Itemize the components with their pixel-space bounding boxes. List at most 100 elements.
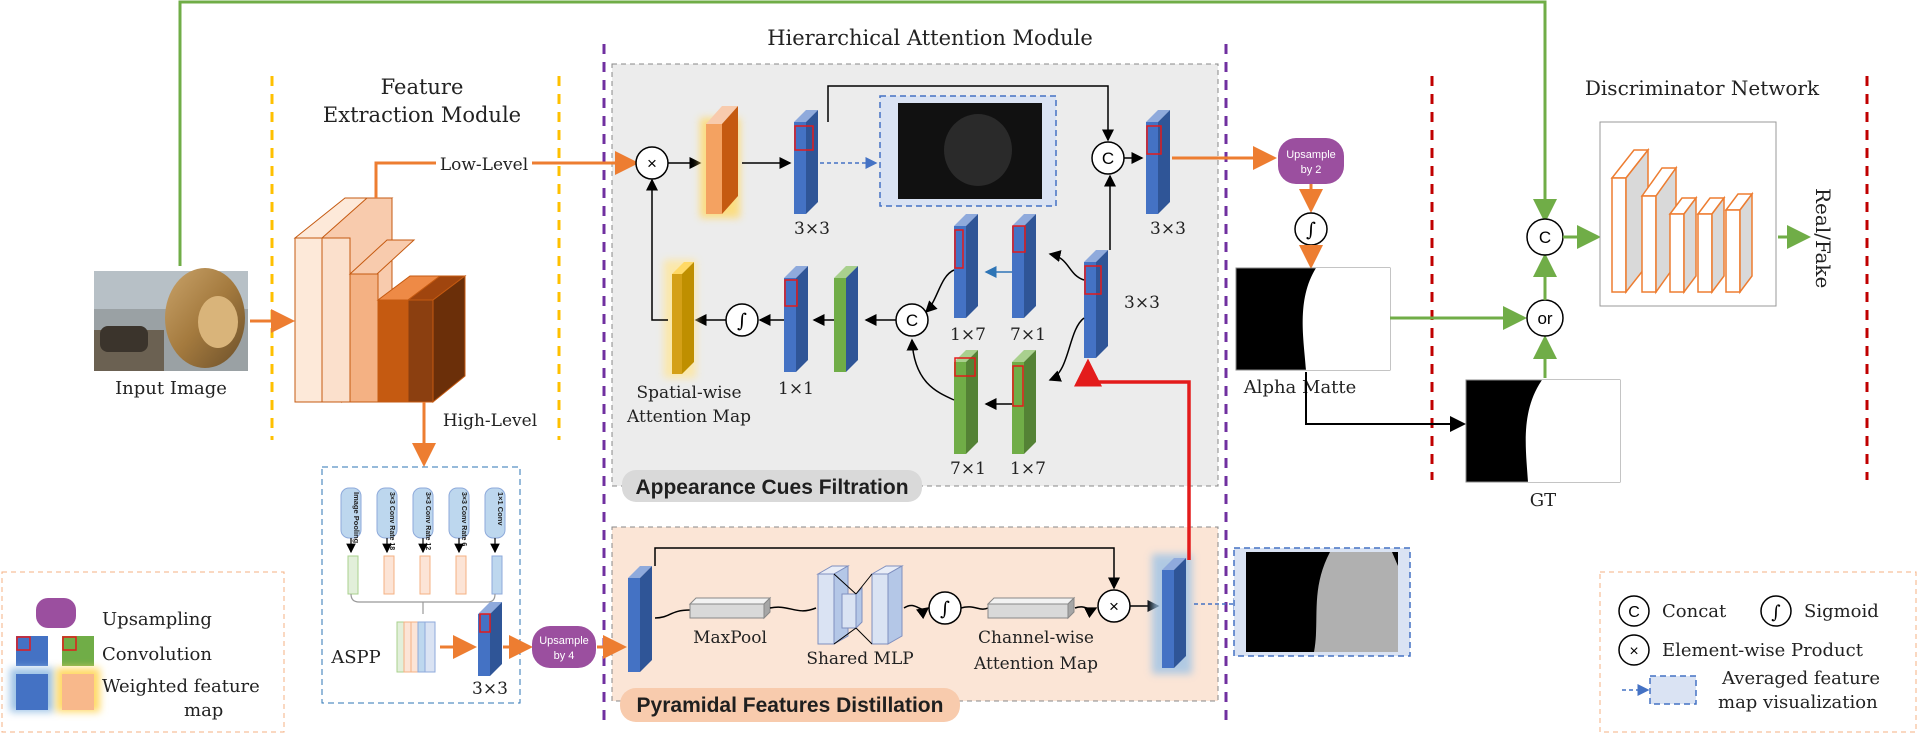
concat-op-acf-top-symbol: C bbox=[1102, 149, 1114, 168]
pfd-title: Pyramidal Features Distillation bbox=[637, 694, 944, 717]
low-level-label: Low-Level bbox=[440, 155, 528, 175]
acf-conv-top bbox=[794, 110, 818, 214]
legend-sigmoid-label: Sigmoid bbox=[1804, 601, 1879, 622]
legend-weighted-label-1: Weighted feature bbox=[102, 676, 260, 697]
k-7x1-top-label: 7×1 bbox=[1010, 325, 1046, 345]
acf-skip-top bbox=[827, 85, 1114, 142]
aspp-branch-5: 1×1 Conv bbox=[496, 492, 505, 526]
acf-conv-top-label: 3×3 bbox=[794, 219, 830, 239]
input-image-label: Input Image bbox=[115, 378, 227, 399]
mid-to-1x7-bot-curve bbox=[1048, 317, 1085, 382]
legend-sigmoid-icon bbox=[1760, 595, 1792, 627]
legend-weighted-orange bbox=[62, 674, 94, 710]
acf-conv-right bbox=[1146, 110, 1170, 214]
upsample-by2-line2: by 2 bbox=[1301, 164, 1322, 176]
pfd-input-block bbox=[628, 566, 652, 672]
spatial-label-1: Spatial-wise bbox=[636, 383, 741, 403]
mid-to-7x1-top-curve bbox=[1048, 250, 1085, 281]
legend-product-symbol: × bbox=[1629, 643, 1638, 660]
acf-conv-mid bbox=[1084, 250, 1108, 358]
alpha-matte-foreground bbox=[1302, 268, 1390, 370]
sigmoid-op-acf-symbol: ∫ bbox=[737, 310, 747, 332]
shared-mlp-label: Shared MLP bbox=[806, 649, 913, 669]
real-fake-label: Real/Fake bbox=[1811, 188, 1835, 288]
acf-conv-right-label: 3×3 bbox=[1150, 219, 1186, 239]
spatial-label-2: Attention Map bbox=[626, 407, 751, 427]
k-1x1-label: 1×1 bbox=[778, 379, 814, 399]
legend-avg-label-2: map visualization bbox=[1718, 692, 1878, 713]
legend-conv-blue-kernel bbox=[16, 636, 31, 651]
upsample-by2-button bbox=[1278, 138, 1344, 184]
upsample-by4-button bbox=[532, 626, 596, 668]
legend-concat-label: Concat bbox=[1662, 601, 1727, 622]
acf-title: Appearance Cues Filtration bbox=[635, 476, 908, 499]
k-1x7-top-label: 1×7 bbox=[950, 325, 986, 345]
channel-label-1: Channel-wise bbox=[978, 628, 1094, 648]
legend-conv-green-swatch bbox=[62, 636, 94, 666]
acf-visualization-lion bbox=[944, 114, 1012, 186]
aspp-branch-3: 3×3 Conv Rate 12 bbox=[424, 492, 431, 550]
legend-sigmoid-symbol: ∫ bbox=[1771, 602, 1781, 623]
upsample-by4-line2: by 4 bbox=[554, 650, 575, 662]
pfd-skip-line bbox=[654, 547, 1120, 590]
green-skip-line bbox=[178, 0, 1557, 266]
legend-avg-swatch bbox=[1649, 675, 1697, 705]
red-pfd-to-acf-arrow bbox=[1074, 358, 1191, 560]
sigmoid-op-output-symbol: ∫ bbox=[1306, 219, 1316, 241]
or-op-label: or bbox=[1537, 309, 1552, 328]
legend-product-icon bbox=[1618, 634, 1650, 666]
k-1x7-bot-label: 1×7 bbox=[1010, 459, 1046, 479]
discriminator-title: Discriminator Network bbox=[1585, 76, 1820, 100]
pfd-to-maxpool-line bbox=[654, 609, 691, 619]
input-image bbox=[94, 268, 248, 371]
aspp-conv-block bbox=[478, 602, 502, 676]
legend-weighted-blue bbox=[16, 674, 48, 710]
maxpool-to-mlp-line bbox=[769, 606, 817, 612]
channel-label-2: Attention Map bbox=[973, 654, 1098, 674]
gt-foreground bbox=[1525, 380, 1620, 482]
7x1bot-to-concat-curve bbox=[906, 338, 955, 401]
aspp-branch-4: 3×3 Conv Rate 6 bbox=[460, 492, 467, 546]
pfd-visualization-shape bbox=[1314, 552, 1398, 652]
alpha-matte-label: Alpha Matte bbox=[1243, 377, 1357, 398]
spatial-attention-map bbox=[664, 260, 696, 378]
maxpool-label: MaxPool bbox=[693, 628, 767, 648]
alpha-to-gt-arrow bbox=[1305, 372, 1466, 432]
high-level-label: High-Level bbox=[443, 411, 537, 431]
channel-to-product-line bbox=[1074, 606, 1098, 619]
aspp-concat-features bbox=[396, 621, 436, 673]
upsample-by2-line1: Upsample bbox=[1286, 149, 1336, 161]
legend-product-label: Element-wise Product bbox=[1662, 640, 1864, 661]
1x7top-to-concat-curve bbox=[924, 269, 955, 314]
legend-upsampling-swatch bbox=[36, 598, 76, 628]
conv-7x1-bot bbox=[954, 350, 978, 454]
sigmoid-op-pfd-symbol: ∫ bbox=[940, 598, 950, 620]
legend-conv-blue-swatch bbox=[16, 636, 48, 666]
pfd-output-block bbox=[1152, 554, 1192, 674]
hierarchical-title: Hierarchical Attention Module bbox=[767, 26, 1093, 50]
conv-1x7-bot bbox=[1012, 350, 1036, 454]
conv-7x1-top bbox=[1012, 214, 1036, 318]
encoder-blocks bbox=[293, 197, 467, 404]
sigmoid-to-channel-line bbox=[960, 606, 989, 610]
aspp-branch-1: Image Pooling bbox=[352, 492, 361, 544]
conv-1x7-top bbox=[954, 214, 978, 318]
legend-concat-icon bbox=[1618, 595, 1650, 627]
discriminator-blocks bbox=[1610, 147, 1754, 295]
feature-extraction-title-1: Feature bbox=[381, 75, 464, 99]
aspp-branch-2: 3×3 Conv Rate 18 bbox=[388, 492, 395, 550]
gt-label: GT bbox=[1530, 490, 1556, 511]
legend-upsampling-label: Upsampling bbox=[102, 609, 212, 630]
low-level-line bbox=[374, 161, 436, 198]
concat-op-acf-mid-symbol: C bbox=[906, 311, 918, 330]
product-op-pfd-symbol: × bbox=[1109, 597, 1119, 616]
aspp-conv-label: 3×3 bbox=[472, 679, 508, 699]
legend-weighted-label-2: map bbox=[184, 700, 223, 721]
acf-conv-mid-label: 3×3 bbox=[1124, 293, 1160, 313]
green-conv-mid bbox=[834, 266, 858, 372]
legend-conv-green-kernel bbox=[62, 636, 77, 651]
weighted-feature-orange bbox=[700, 106, 740, 218]
spatial-to-product-arrow bbox=[646, 178, 668, 321]
shared-mlp-block bbox=[816, 565, 904, 645]
